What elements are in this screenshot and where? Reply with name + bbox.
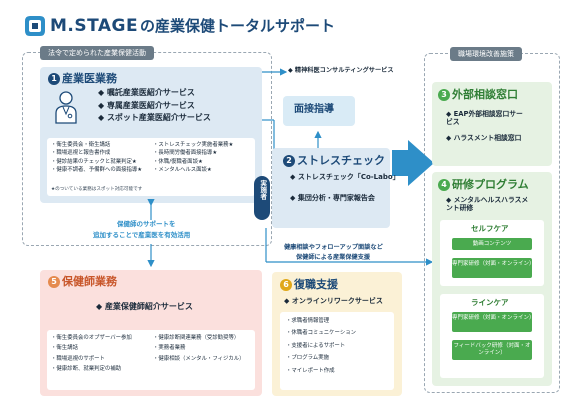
list-item: ・衛生委員会・衛生講話 — [51, 142, 111, 148]
list-item: ・健康不調者、予備群への面接指導★ — [51, 167, 143, 174]
doctor-icon — [55, 91, 77, 124]
sangyoui-sub-right: ・ストレスチェック実施者業務★ ・長時間労働者面接指導★ ・休職/復職者面談★ … — [153, 142, 233, 174]
followup-note-line2: 保健師による産業保健支援 — [296, 254, 371, 261]
list-item: ・実務者業務 — [153, 345, 186, 352]
gaibu-item: ◆ EAP外部相談窓口サービス — [446, 110, 523, 127]
line-care-box — [440, 294, 544, 378]
sangyoui-number: 1 — [48, 73, 60, 85]
logo-text: M.STAGE — [50, 16, 139, 36]
hokenshi-number: 5 — [48, 276, 60, 288]
hokenshi-sub-box — [47, 330, 255, 390]
sangyoui-title-text: 産業医業務 — [62, 72, 117, 85]
hokenshi-note-line2: 追加することで産業医を有効活用 — [93, 231, 191, 239]
kenshu-number: 4 — [438, 179, 450, 191]
logo-mark-icon — [25, 16, 45, 36]
stress-item: ◆ 集団分析・専門家報告会 — [290, 194, 375, 202]
list-item: ・健康診断関連業務（受診勧奨等） — [153, 335, 240, 341]
sangyoui-sub-box — [47, 138, 255, 196]
list-item: ・健康診断、就業判定の補助 — [51, 366, 122, 373]
list-item: ・休職/復職者面談★ — [153, 158, 203, 165]
sangyoui-main-list: ◆ 嘱託産業医紹介サービス ◆ 専属産業医紹介サービス ◆ スポット産業医紹介サ… — [98, 88, 211, 123]
gaibu-title-text: 外部相談窓口 — [452, 88, 518, 101]
fukushoku-number: 6 — [280, 279, 292, 291]
self-care-video-button: 動画コンテンツ — [452, 238, 532, 250]
list-item: ・健診結果のチェックと就業判定★ — [51, 158, 137, 165]
fukushoku-sub-box — [280, 312, 394, 390]
gaibu-panel — [432, 82, 552, 166]
improve-group-label: 職場環境改善施策 — [450, 47, 522, 61]
hokenshi-sub-left: ・衛生委員会のオブザーバー参加 ・衛生講話 ・職場巡視のサポート ・健康診断、就… — [51, 335, 132, 373]
mensetsu-label: 面接指導 — [294, 104, 334, 115]
mensetsu-box — [283, 96, 355, 126]
line-care-training-button: 専門家研修（対面・オンライン） — [452, 312, 535, 332]
list-item: ・マイレポート作成 — [286, 367, 335, 374]
list-item: ・プログラム実施 — [286, 355, 329, 362]
line-care-title: ラインケア — [471, 298, 509, 307]
psych-consulting-item: ◆ 精神科医コンサルティングサービス — [288, 67, 394, 74]
list-item: ・メンタルヘルス面談★ — [153, 167, 212, 174]
list-item: ・衛生委員会のオブザーバー参加 — [51, 335, 132, 341]
sangyoui-sub-left: ・衛生委員会・衛生講話 ・職場巡視と報告書作成 ・健診結果のチェックと就業判定★… — [51, 142, 142, 174]
list-item: ・健康相談（メンタル・フィジカル） — [153, 355, 245, 362]
law-group-label: 法令で定められた産業保健活動 — [40, 46, 154, 60]
gaibu-number: 3 — [438, 89, 450, 101]
kenshu-title-text: 研修プログラム — [452, 178, 529, 191]
list-item: ・ストレスチェック実施者業務★ — [153, 142, 234, 148]
kenshu-item: ◆ メンタルヘルスハラスメント研修 — [446, 196, 529, 213]
sangyoui-main-item: ◆ 嘱託産業医紹介サービス — [98, 88, 195, 97]
followup-note-line1: 健康相談やフォローアップ面談など — [284, 244, 383, 251]
logo: M.STAGE — [24, 15, 184, 37]
stress-title-text: ストレスチェック — [297, 154, 385, 167]
list-item: ・求職者情報管理 — [286, 318, 330, 324]
sangyoui-main-item: ◆ 専属産業医紹介サービス — [98, 100, 195, 110]
sangyoui-main-item: ◆ スポット産業医紹介サービス — [98, 113, 211, 123]
list-item: ・休職者コミュニケーション — [286, 330, 356, 337]
hokenshi-note-box — [86, 220, 214, 244]
list-item: ・支援者によるサポート — [286, 342, 346, 349]
list-item: ・職場巡視と報告書作成 — [51, 150, 111, 157]
hokenshi-sub-right: ・健康診断関連業務（受診勧奨等） ・実務者業務 ・健康相談（メンタル・フィジカル… — [153, 335, 245, 362]
self-care-title: セルフケア — [471, 224, 509, 233]
stress-item: ◆ ストレスチェック「Co-Labo」 — [290, 173, 400, 181]
fukushoku-sub-list: ・求職者情報管理 ・休職者コミュニケーション ・支援者によるサポート ・プログラ… — [286, 318, 356, 374]
hokenshi-title-text: 保健師業務 — [62, 275, 117, 288]
line-care-feedback-button: フィードバック研修（対面・オンライン） — [452, 340, 532, 360]
self-care-training-button: 専門家研修（対面・オンライン） — [452, 258, 535, 278]
stress-number: 2 — [283, 155, 295, 167]
hokenshi-main-item: ◆ 産業保健師紹介サービス — [96, 302, 193, 311]
list-item: ・衛生講話 — [51, 345, 78, 352]
jisshisha-label: 実施者 — [258, 180, 267, 200]
list-item: ・職場巡視のサポート — [51, 355, 105, 362]
fukushoku-title-text: 復職支援 — [294, 278, 338, 291]
hokenshi-note-line1: 保健師のサポートを — [117, 220, 176, 228]
jisshisha-badge — [254, 176, 270, 220]
sangyoui-note: ★のついている業務はスポット対応可能です — [51, 187, 143, 192]
page-title: の産業保健トータルサポート — [140, 17, 336, 35]
list-item: ・長時間労働者面接指導★ — [153, 150, 218, 157]
fukushoku-main-item: ◆ オンラインリワークサービス — [284, 297, 383, 305]
gaibu-item: ◆ ハラスメント相談窓口 — [446, 134, 522, 142]
